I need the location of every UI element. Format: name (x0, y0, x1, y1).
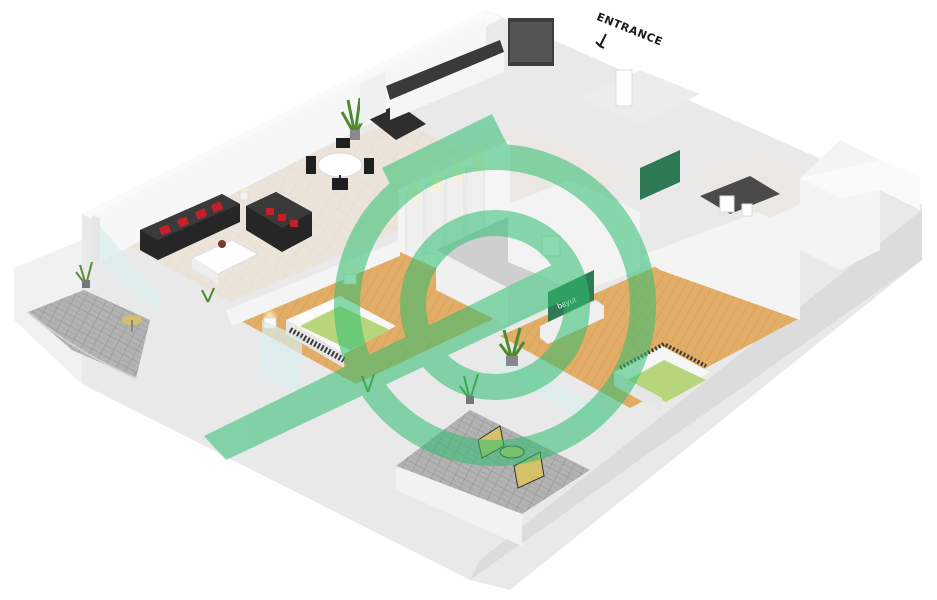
entrance-arrow-icon (595, 33, 607, 49)
dining-table (306, 138, 374, 190)
balcony-left (27, 226, 160, 379)
plant-dining (340, 97, 370, 140)
kitchen (360, 18, 554, 140)
utility-room (580, 69, 700, 200)
entrance-label: ENTRANCE (595, 10, 665, 48)
entrance-marker: ENTRANCE (595, 10, 665, 49)
bathroom-right (690, 140, 920, 270)
sofa-set (140, 187, 312, 284)
bayut-logo-watermark (204, 114, 656, 466)
